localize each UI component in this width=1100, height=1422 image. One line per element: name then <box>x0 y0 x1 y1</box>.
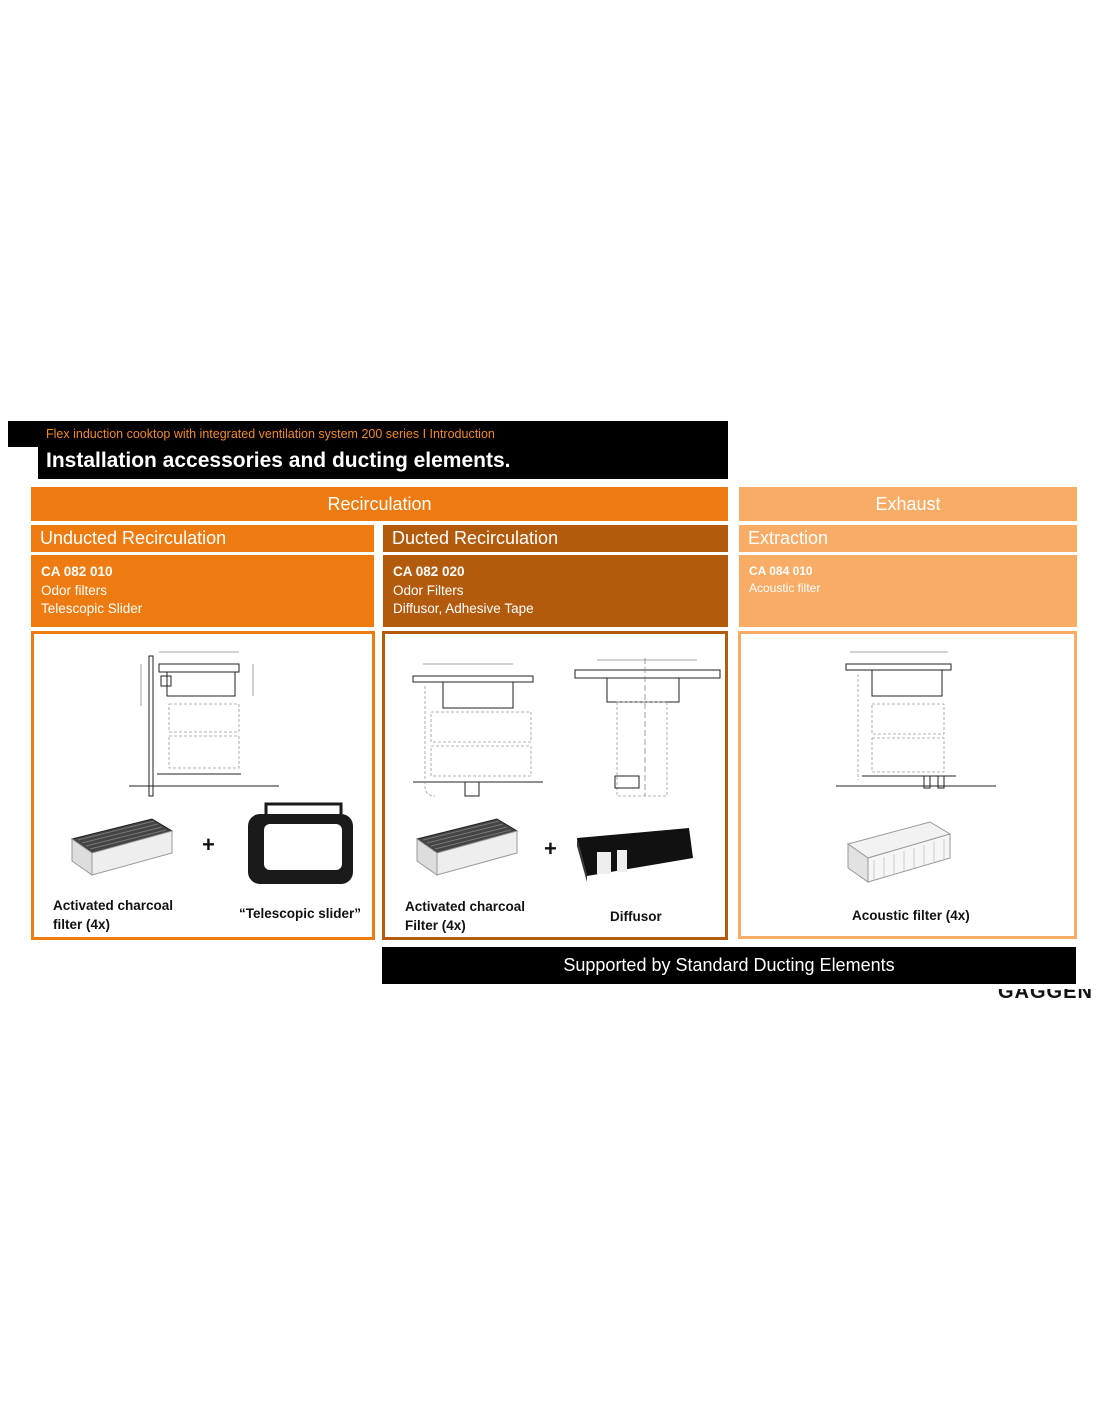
charcoal-filter-icon <box>70 818 174 876</box>
exhaust-band: Exhaust <box>739 487 1077 521</box>
unducted-recirculation-title: Unducted Recirculation <box>31 525 374 552</box>
extraction-info-box: CA 084 010 Acoustic filter <box>739 555 1077 627</box>
caption-charcoal-filter: Activated charcoal Filter (4x) <box>405 897 525 935</box>
info-line: Odor Filters <box>393 582 464 598</box>
caption-telescopic-slider: “Telescopic slider” <box>239 906 362 921</box>
unducted-panel: + Activated charcoal filter (4x) “Telesc… <box>31 631 375 940</box>
header-notch <box>8 447 38 479</box>
diffusor-icon <box>577 828 693 882</box>
info-line: Diffusor, Adhesive Tape <box>393 601 534 616</box>
brand-logo: GAGGENAU <box>998 989 1092 1001</box>
info-line: Acoustic filter <box>749 581 821 595</box>
cabinet-drawing <box>836 651 996 789</box>
recirculation-label: Recirculation <box>327 493 432 514</box>
header-subtitle: Flex induction cooktop with integrated v… <box>46 427 495 441</box>
caption-acoustic-filter: Acoustic filter (4x) <box>852 908 970 923</box>
exhaust-label: Exhaust <box>875 493 941 514</box>
ducted-recirculation-title: Ducted Recirculation <box>383 525 728 552</box>
plus-sign: + <box>202 832 215 857</box>
cabinet-drawing <box>412 663 543 797</box>
telescopic-slider-icon <box>248 802 353 884</box>
product-code: CA 084 010 <box>749 564 813 578</box>
plus-sign: + <box>544 836 557 861</box>
side-section-drawing <box>574 658 721 797</box>
product-code: CA 082 020 <box>393 564 465 579</box>
header-bar: Flex induction cooktop with integrated v… <box>8 421 728 479</box>
caption-text: Activated charcoal filter (4x) <box>53 898 174 932</box>
page-title: Installation accessories and ducting ele… <box>46 449 511 472</box>
info-line: Telescopic Slider <box>41 601 143 616</box>
ducted-panel: + Activated charcoal Filter (4x) Diffuso… <box>382 631 728 940</box>
info-line: Odor filters <box>41 582 108 598</box>
column-title: Extraction <box>748 528 829 548</box>
caption-diffusor: Diffusor <box>610 909 662 924</box>
recirculation-band: Recirculation <box>31 487 728 521</box>
column-title: Unducted Recirculation <box>40 528 227 548</box>
column-title: Ducted Recirculation <box>392 528 559 548</box>
extraction-title: Extraction <box>739 525 1077 552</box>
product-code: CA 082 010 <box>41 564 113 579</box>
brand-text: GAGGENAU <box>998 989 1092 1001</box>
unducted-info-box: CA 082 010 Odor filters Telescopic Slide… <box>31 555 374 627</box>
footer-text: Supported by Standard Ducting Elements <box>563 955 895 975</box>
extraction-panel: Acoustic filter (4x) <box>738 631 1077 939</box>
footer-bar: Supported by Standard Ducting Elements <box>382 947 1076 984</box>
ducted-info-box: CA 082 020 Odor Filters Diffusor, Adhesi… <box>383 555 728 627</box>
acoustic-filter-icon <box>846 821 952 883</box>
charcoal-filter-icon <box>415 818 519 876</box>
caption-charcoal-filter: Activated charcoal filter (4x) <box>53 896 173 934</box>
cabinet-drawing <box>129 651 279 797</box>
caption-text: Activated charcoal Filter (4x) <box>405 899 526 933</box>
